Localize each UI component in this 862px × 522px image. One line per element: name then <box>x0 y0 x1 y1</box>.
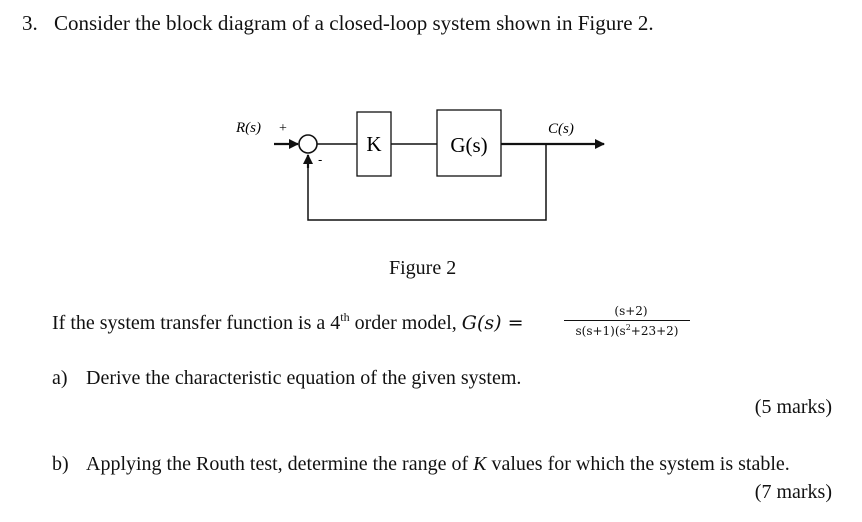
tf-denominator: s(s+1)(s2+23+2) <box>564 323 690 338</box>
question-heading: 3. Consider the block diagram of a closed… <box>22 11 654 36</box>
fraction-bar <box>564 320 690 321</box>
output-label: C(s) <box>548 121 574 137</box>
part-a: a) Derive the characteristic equation of … <box>52 367 521 390</box>
plant-block <box>436 109 502 177</box>
question-number: 3. <box>22 11 38 35</box>
block-diagram: R(s) + - K G(s) C(s) <box>235 109 605 221</box>
part-b-text-post: values for which the system is stable. <box>486 453 790 475</box>
part-b-letter: b) <box>52 453 69 475</box>
gain-block-label: K <box>366 132 381 156</box>
part-a-marks: (5 marks) <box>754 396 832 418</box>
part-a-letter: a) <box>52 367 68 389</box>
figure-caption: Figure 2 <box>389 257 457 279</box>
part-b: b) Applying the Routh test, determine the… <box>52 453 790 476</box>
minus-sign: - <box>318 152 322 167</box>
transfer-function-sentence: If the system transfer function is a 4th… <box>52 310 524 335</box>
input-label: R(s) <box>235 120 261 136</box>
summing-junction <box>298 134 318 154</box>
plus-sign: + <box>279 121 287 136</box>
question-text: Consider the block diagram of a closed-l… <box>54 11 654 35</box>
tf-numerator: (s+2) <box>614 304 648 318</box>
transfer-function-fraction: (s+2) s(s+1)(s2+23+2) <box>564 304 690 338</box>
tf-prefix: If the system transfer function is a 4 <box>52 312 341 334</box>
tf-superscript: th <box>340 310 350 324</box>
plant-block-label: G(s) <box>450 133 487 157</box>
part-b-marks: (7 marks) <box>754 481 832 503</box>
part-b-variable: K <box>473 453 487 475</box>
feedback-path <box>307 144 547 221</box>
tf-denominator-exp: 2 <box>625 323 631 332</box>
part-a-text: Derive the characteristic equation of th… <box>86 367 522 389</box>
tf-lhs: G(s) = <box>461 312 524 334</box>
tf-middle: order model, <box>349 312 462 334</box>
part-b-text-pre: Applying the Routh test, determine the r… <box>86 453 474 475</box>
tf-denominator-post: +23+2) <box>630 324 679 338</box>
tf-denominator-pre: s(s+1)(s <box>575 324 626 338</box>
